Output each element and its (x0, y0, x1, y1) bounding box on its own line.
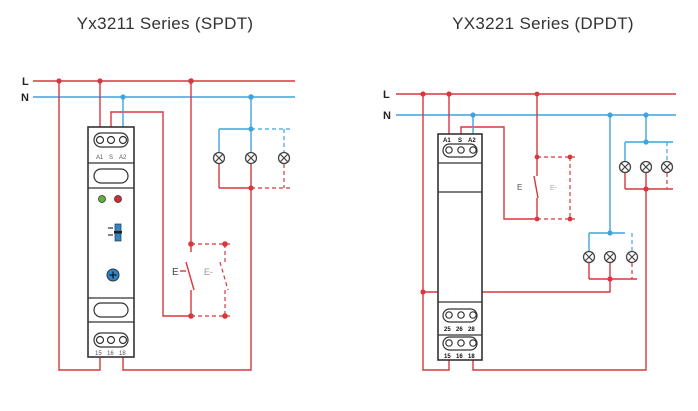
right-wire-15 (422, 94, 450, 371)
left-wire-18 (122, 188, 252, 371)
right-wire-18 (472, 173, 647, 371)
time-knob-icon (106, 268, 120, 282)
left-switch-label: E (172, 267, 179, 278)
lamp-icon (582, 250, 596, 264)
left-switch-contact (185, 261, 195, 291)
terminal-a1-label: A1 (96, 155, 104, 161)
svg-text:E-: E- (550, 185, 558, 192)
lamp-icon (639, 160, 653, 174)
terminal-16-label: 16 (456, 354, 463, 360)
left-wire-15 (58, 81, 101, 371)
terminal-28-label: 28 (468, 327, 475, 333)
terminal-a1-label: A1 (443, 138, 451, 144)
terminal-26-label: 26 (456, 327, 463, 333)
right-diagram-title: YX3221 Series (DPDT) (452, 14, 634, 33)
left-junction-dots (56, 78, 254, 319)
lamp-icon (212, 151, 226, 165)
left-live-label: L (22, 76, 29, 88)
left-wire-s (110, 111, 191, 317)
terminal-15-label: 15 (444, 354, 451, 360)
left-neutral-label: N (21, 92, 29, 104)
right-relay-module: A1 S A2 25 26 28 15 16 18 (437, 133, 483, 361)
right-junction-dots (420, 91, 649, 295)
terminal-a2-label: A2 (119, 155, 127, 161)
right-live-label: L (383, 89, 390, 101)
lamp-icon (603, 250, 617, 264)
right-switch-label: E (517, 183, 522, 192)
terminal-15-label: 15 (95, 351, 102, 357)
left-relay-module: A1 S A2 15 16 18 (87, 126, 135, 358)
terminal-18-label: 18 (119, 351, 126, 357)
right-diagram: L N E E- (383, 89, 676, 371)
right-neutral-label: N (383, 110, 391, 122)
left-diagram-title: Yx3211 Series (SPDT) (76, 14, 254, 33)
right-wire-28 (472, 279, 611, 302)
svg-text:E-: E- (204, 267, 213, 277)
right-wire-s (460, 126, 537, 220)
lamp-icon (625, 250, 639, 264)
terminal-a2-label: A2 (468, 138, 476, 144)
red-led-icon (114, 195, 122, 203)
lamp-icon (244, 151, 258, 165)
green-led-icon (98, 195, 106, 203)
lamp-icon (618, 160, 632, 174)
terminal-s-label: S (109, 155, 113, 161)
terminal-16-label: 16 (107, 351, 114, 357)
terminal-25-label: 25 (444, 327, 451, 333)
terminal-s-label: S (458, 138, 462, 144)
left-diagram: L N E E- (21, 76, 295, 371)
lamp-icon (660, 160, 674, 174)
lamp-icon (277, 151, 291, 165)
terminal-18-label: 18 (468, 354, 475, 360)
